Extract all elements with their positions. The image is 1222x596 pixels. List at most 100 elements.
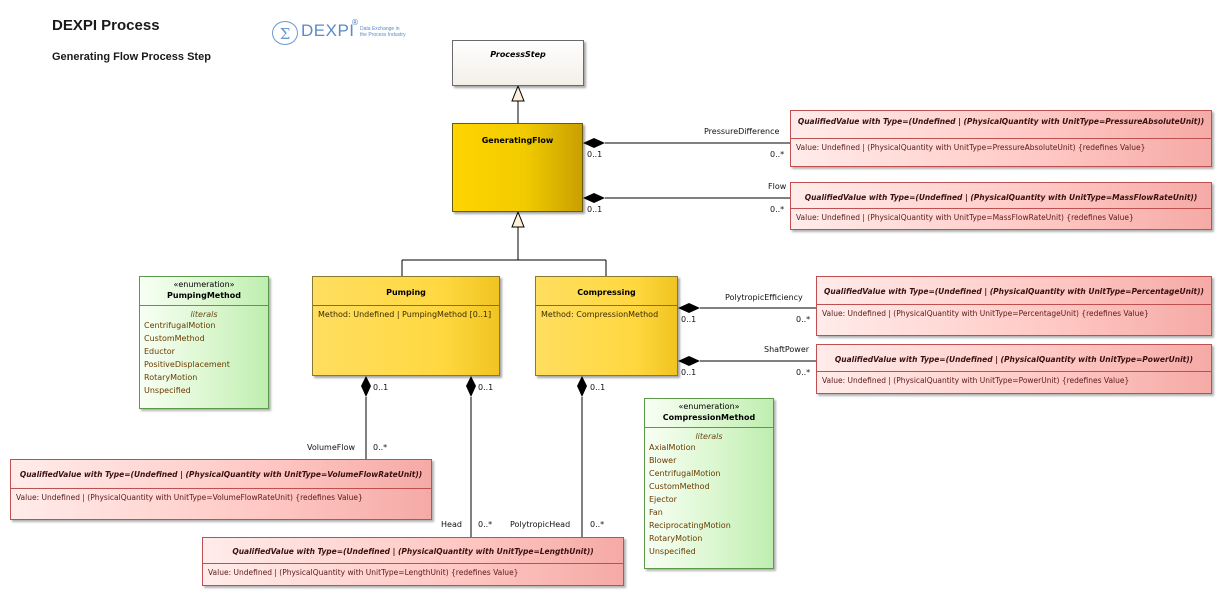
enumeration-compressionmethod-literals-header: literals [695,432,723,441]
enum-literal: Unspecified [144,386,191,395]
enumeration-pumpingmethod-stereotype: «enumeration» [173,280,235,289]
composition-diamond-shaft-power [678,356,700,366]
multiplicity-source-volume-flow: 0..1 [373,383,389,392]
enum-literal: AxialMotion [649,443,696,452]
composition-diamond-flow [583,193,605,203]
logo-wordmark: DEXPI [301,21,355,40]
class-generatingflow-name: GeneratingFlow [481,136,554,145]
enum-literal: PositiveDisplacement [144,360,230,369]
multiplicity-target-shaft-power: 0..* [796,368,811,377]
class-pumping-separator [313,305,499,306]
multiplicity-source-pressure-difference: 0..1 [587,150,603,159]
multiplicity-target-polytropic-head: 0..* [590,520,605,529]
class-compressing-name: Compressing [577,288,636,297]
enum-literal: RotaryMotion [144,373,198,382]
qualifiedvalue-pressureabsolute-attribute: Value: Undefined | (PhysicalQuantity wit… [796,143,1146,152]
role-label-volume-flow: VolumeFlow [307,443,356,452]
enumeration-pumpingmethod[interactable]: «enumeration» PumpingMethod literals Cen… [139,276,269,409]
role-label-polytropic-head: PolytropicHead [510,520,571,529]
generalization-arrow-processstep [511,84,525,102]
logo-tagline-line-2: the Process Industry [360,32,406,38]
qualifiedvalue-massflowrate-name: QualifiedValue with Type=(Undefined | (P… [804,193,1198,202]
enumeration-pumpingmethod-name: PumpingMethod [167,291,241,300]
enum-literal: CentrifugalMotion [649,469,721,478]
class-pumping-name: Pumping [386,288,426,297]
role-label-pressure-difference: PressureDifference [704,127,780,136]
qualifiedvalue-massflowrate-attribute: Value: Undefined | (PhysicalQuantity wit… [796,213,1134,222]
enum-literal: Ejector [649,495,677,504]
composition-diamond-polytropic-efficiency [678,303,700,313]
multiplicity-target-head: 0..* [478,520,493,529]
qualifiedvalue-percentage-attribute: Value: Undefined | (PhysicalQuantity wit… [822,309,1149,318]
enum-literal: CentrifugalMotion [144,321,216,330]
qualifiedvalue-separator [817,304,1211,305]
enum-literal: CustomMethod [649,482,710,491]
multiplicity-source-flow: 0..1 [587,205,603,214]
enum-literal: Fan [649,508,663,517]
enum-literal: Blower [649,456,677,465]
qualifiedvalue-power[interactable]: QualifiedValue with Type=(Undefined | (P… [816,344,1212,394]
enum-literal: CustomMethod [144,334,205,343]
qualifiedvalue-separator [791,138,1211,139]
composition-diamond-polytropic-head [577,376,587,397]
enum-literal: ReciprocatingMotion [649,521,731,530]
enumeration-compressionmethod-name: CompressionMethod [662,413,756,422]
enum-literal: RotaryMotion [649,534,703,543]
qualifiedvalue-percentage-name: QualifiedValue with Type=(Undefined | (P… [824,287,1204,296]
multiplicity-source-head: 0..1 [478,383,494,392]
role-label-flow: Flow [768,182,787,191]
multiplicity-target-polytropic-efficiency: 0..* [796,315,811,324]
dexpi-logo: Σ DEXPI ® Data Exchange in the Process I… [272,18,422,48]
composition-diamond-volume-flow [361,376,371,397]
role-label-shaft-power: ShaftPower [764,345,810,354]
qualifiedvalue-length-attribute: Value: Undefined | (PhysicalQuantity wit… [208,568,519,577]
qualifiedvalue-pressureabsolute-name: QualifiedValue with Type=(Undefined | (P… [797,117,1205,126]
qualifiedvalue-volumeflowrate-name: QualifiedValue with Type=(Undefined | (P… [19,470,423,479]
class-pumping-attribute: Method: Undefined | PumpingMethod [0..1] [318,310,492,319]
class-pumping[interactable]: Pumping Method: Undefined | PumpingMetho… [312,276,500,376]
qualifiedvalue-separator [11,488,431,489]
multiplicity-source-shaft-power: 0..1 [681,368,697,377]
multiplicity-target-volume-flow: 0..* [373,443,388,452]
qualifiedvalue-volumeflowrate-attribute: Value: Undefined | (PhysicalQuantity wit… [16,493,363,502]
composition-diamond-pressure-difference [583,138,605,148]
multiplicity-target-flow: 0..* [770,205,785,214]
enumeration-compressionmethod[interactable]: «enumeration» CompressionMethod literals… [644,398,774,569]
qualifiedvalue-pressureabsolute[interactable]: QualifiedValue with Type=(Undefined | (P… [790,110,1212,167]
qualifiedvalue-percentage[interactable]: QualifiedValue with Type=(Undefined | (P… [816,276,1212,336]
enumeration-pumpingmethod-literals-header: literals [190,310,218,319]
qualifiedvalue-volumeflowrate[interactable]: QualifiedValue with Type=(Undefined | (P… [10,459,432,520]
logo-tagline-line-1: Data Exchange in [360,26,400,32]
enumeration-pumpingmethod-literals: CentrifugalMotion CustomMethod Eductor P… [140,319,268,397]
generalization-arrow-generatingflow [511,210,525,228]
logo-tagline: Data Exchange in the Process Industry [360,26,420,38]
multiplicity-source-polytropic-efficiency: 0..1 [681,315,697,324]
role-label-head: Head [441,520,462,529]
multiplicity-source-polytropic-head: 0..1 [590,383,606,392]
class-processstep-name: ProcessStep [490,50,546,59]
class-compressing-attribute: Method: CompressionMethod [541,310,659,319]
class-compressing[interactable]: Compressing Method: CompressionMethod [535,276,678,376]
qualifiedvalue-length-name: QualifiedValue with Type=(Undefined | (P… [232,547,594,556]
multiplicity-target-pressure-difference: 0..* [770,150,785,159]
diagram-title: DEXPI Process [52,17,160,34]
composition-diamond-head [466,376,476,397]
qualifiedvalue-massflowrate[interactable]: QualifiedValue with Type=(Undefined | (P… [790,182,1212,230]
qualifiedvalue-separator [203,563,623,564]
diagram-subtitle: Generating Flow Process Step [52,51,211,63]
enumeration-separator [140,305,268,306]
class-generatingflow[interactable]: GeneratingFlow [452,123,583,212]
qualifiedvalue-power-name: QualifiedValue with Type=(Undefined | (P… [834,355,1194,364]
qualifiedvalue-separator [817,371,1211,372]
qualifiedvalue-power-attribute: Value: Undefined | (PhysicalQuantity wit… [822,376,1130,385]
class-processstep[interactable]: ProcessStep [452,40,584,86]
qualifiedvalue-length[interactable]: QualifiedValue with Type=(Undefined | (P… [202,537,624,586]
dexpi-logo-icon: Σ [272,21,298,45]
enumeration-compressionmethod-stereotype: «enumeration» [678,402,740,411]
logo-registered-mark: ® [351,18,359,27]
qualifiedvalue-separator [791,208,1211,209]
class-compressing-separator [536,305,677,306]
enumeration-compressionmethod-literals: AxialMotion Blower CentrifugalMotion Cus… [645,441,773,558]
enum-literal: Eductor [144,347,175,356]
